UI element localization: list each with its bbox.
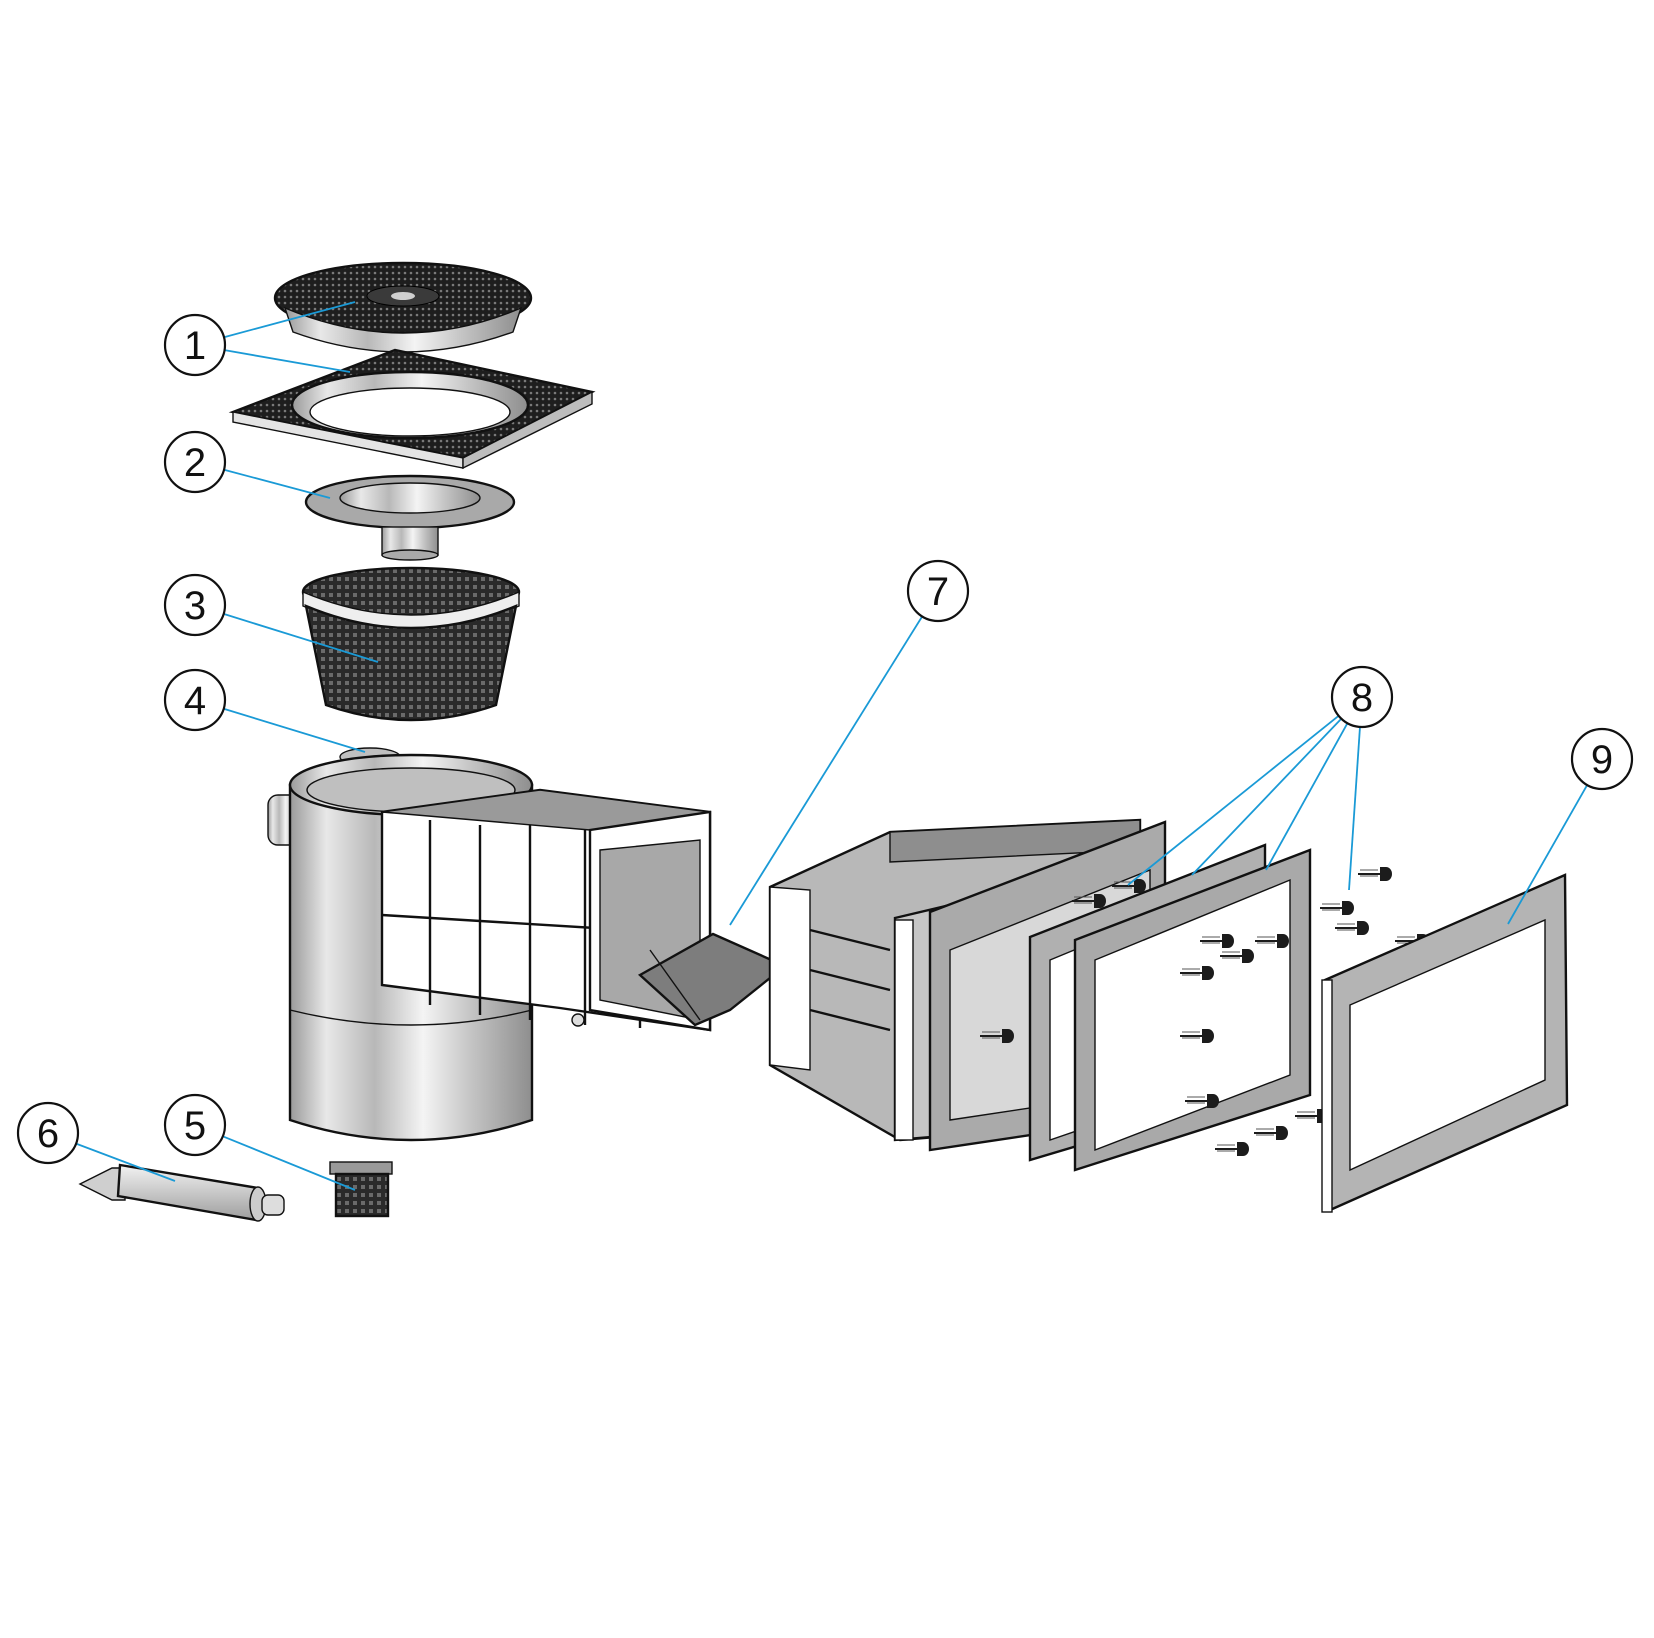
part-6-plug bbox=[78, 1163, 285, 1222]
leader-line-4 bbox=[223, 707, 366, 753]
callout-circle bbox=[163, 573, 227, 637]
leader-line-1 bbox=[223, 301, 356, 339]
callout-number: 1 bbox=[184, 324, 206, 368]
callout-1: 1 bbox=[163, 313, 227, 377]
skimmer-body bbox=[267, 753, 712, 1142]
callout-2: 2 bbox=[163, 430, 227, 494]
callout-4: 4 bbox=[163, 668, 227, 732]
leader-line-9 bbox=[1507, 784, 1588, 925]
part-5-threaded-outlet bbox=[329, 1161, 393, 1218]
callout-7: 7 bbox=[906, 559, 970, 623]
callout-number: 7 bbox=[927, 570, 949, 614]
callout-circle bbox=[16, 1101, 80, 1165]
callout-6: 6 bbox=[16, 1101, 80, 1165]
callout-number: 2 bbox=[184, 441, 206, 485]
callout-circle bbox=[163, 668, 227, 732]
leader-line-2 bbox=[223, 468, 331, 499]
part-3-basket bbox=[301, 566, 521, 722]
part-9-faceplate bbox=[1321, 873, 1569, 1213]
callout-circle bbox=[1330, 665, 1394, 729]
leader-line-8 bbox=[1191, 718, 1342, 876]
part-1-lid bbox=[273, 261, 533, 353]
part-2-weir-adapter bbox=[304, 474, 516, 561]
callout-number: 6 bbox=[37, 1112, 59, 1156]
callout-8: 8 bbox=[1330, 665, 1394, 729]
leader-line-6 bbox=[75, 1142, 176, 1182]
part-8-gaskets bbox=[1028, 843, 1312, 1172]
callout-number: 3 bbox=[184, 584, 206, 628]
callout-circle bbox=[163, 313, 227, 377]
callout-circle bbox=[906, 559, 970, 623]
leader-line-8 bbox=[1348, 726, 1361, 891]
callout-circle bbox=[163, 1093, 227, 1157]
callout-number: 4 bbox=[184, 679, 206, 723]
leader-line-5 bbox=[222, 1135, 356, 1191]
part-7-weir-flap bbox=[637, 932, 788, 1027]
leader-line-7 bbox=[729, 615, 923, 926]
leader-line-3 bbox=[223, 613, 379, 663]
callout-9: 9 bbox=[1570, 727, 1634, 791]
part-1-deck-collar bbox=[228, 348, 596, 470]
leader-line-8 bbox=[1265, 722, 1349, 871]
callout-markers: 1 2 3 4 5 6 7 8 9 bbox=[16, 313, 1634, 1165]
callout-circle bbox=[1570, 727, 1634, 791]
callout-3: 3 bbox=[163, 573, 227, 637]
callout-5: 5 bbox=[163, 1093, 227, 1157]
leader-lines bbox=[75, 301, 1588, 1191]
callout-number: 9 bbox=[1591, 738, 1613, 782]
leader-line-1 bbox=[224, 349, 351, 373]
callout-number: 8 bbox=[1351, 676, 1373, 720]
callout-number: 5 bbox=[184, 1104, 206, 1148]
leader-line-8 bbox=[1127, 715, 1340, 886]
callout-circle bbox=[163, 430, 227, 494]
